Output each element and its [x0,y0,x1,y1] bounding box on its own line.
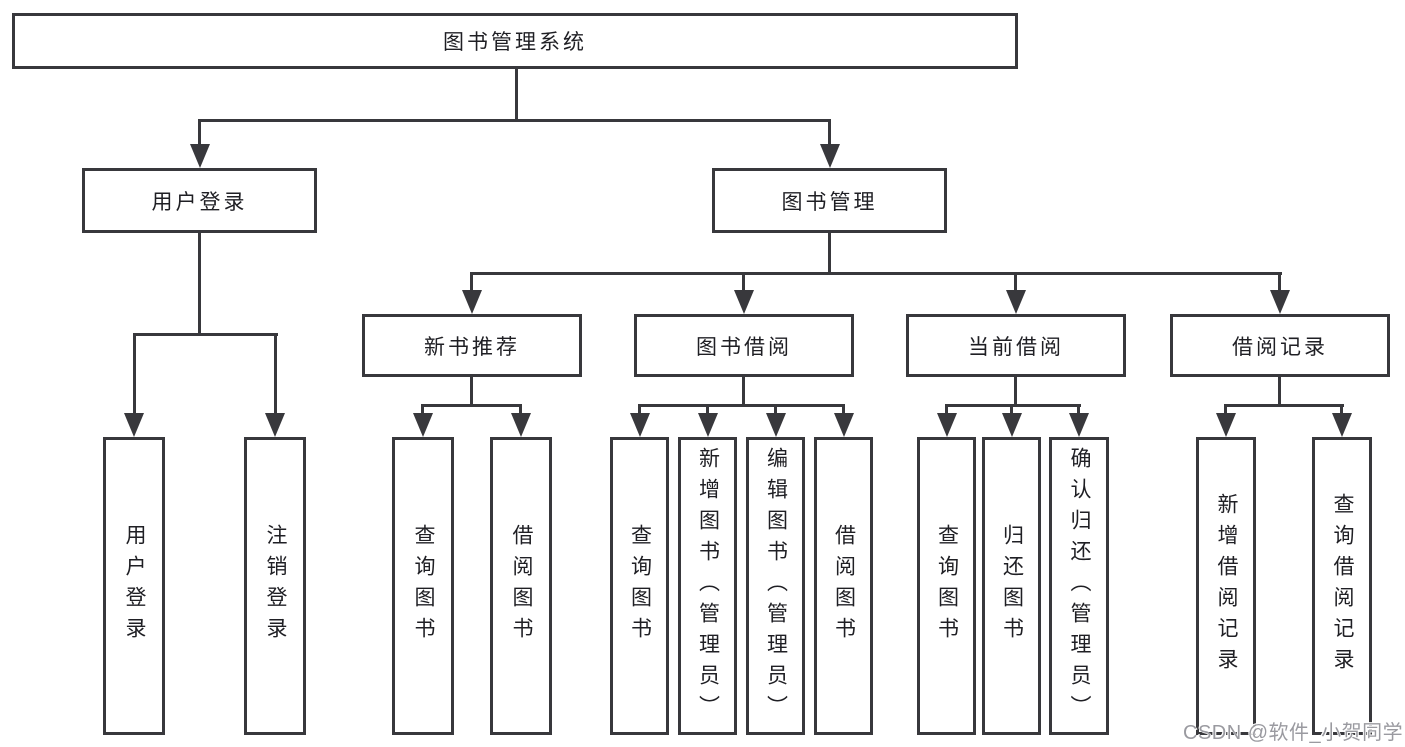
connector-line [1010,404,1013,415]
connector-line [421,404,424,415]
arrow-down-icon [1006,290,1026,314]
connector-line [198,119,201,147]
connector-line [133,333,278,336]
leaf-query-borrow-record: 查询借阅记录 [1312,437,1372,735]
node-book-borrowing: 图书借阅 [634,314,854,377]
leaf-borrow-books-recommend: 借阅图书 [490,437,552,735]
connector-line [945,404,948,415]
connector-line [274,333,277,415]
leaf-borrow-books: 借阅图书 [814,437,873,735]
arrow-down-icon [698,413,718,437]
arrow-down-icon [265,413,285,437]
connector-line [422,404,522,407]
arrow-down-icon [511,413,531,437]
arrow-down-icon [1332,413,1352,437]
arrow-down-icon [766,413,786,437]
connector-line [842,404,845,415]
connector-line [1278,375,1281,406]
connector-line [1225,404,1344,407]
leaf-query-books-current: 查询图书 [917,437,976,735]
connector-line [470,375,473,406]
connector-line [133,333,136,415]
node-book-management: 图书管理 [712,168,947,233]
connector-line [471,272,1282,275]
leaf-confirm-return-admin: 确认归还（管理员） [1049,437,1109,735]
connector-line [198,119,831,122]
arrow-down-icon [124,413,144,437]
connector-line [198,232,201,336]
arrow-down-icon [1002,413,1022,437]
connector-line [706,404,709,415]
connector-line [774,404,777,415]
arrow-down-icon [190,144,210,168]
connector-line [638,404,845,407]
arrow-down-icon [937,413,957,437]
connector-line [742,375,745,406]
node-borrowing-records: 借阅记录 [1170,314,1390,377]
connector-line [1224,404,1227,415]
leaf-add-borrow-record: 新增借阅记录 [1196,437,1256,735]
leaf-query-books-recommend: 查询图书 [392,437,454,735]
connector-line [828,232,831,272]
arrow-down-icon [1216,413,1236,437]
connector-line [742,272,745,292]
arrow-down-icon [734,290,754,314]
arrow-down-icon [630,413,650,437]
connector-line [638,404,641,415]
connector-line [828,119,831,147]
arrow-down-icon [1069,413,1089,437]
connector-line [1014,272,1017,292]
arrow-down-icon [413,413,433,437]
leaf-logout: 注销登录 [244,437,306,735]
node-new-book-recommend: 新书推荐 [362,314,582,377]
arrow-down-icon [462,290,482,314]
node-library-system: 图书管理系统 [12,13,1018,69]
leaf-query-books-borrow: 查询图书 [610,437,669,735]
connector-line [1278,272,1281,292]
connector-line [1077,404,1080,415]
leaf-add-book-admin: 新增图书（管理员） [678,437,737,735]
node-current-borrowing: 当前借阅 [906,314,1126,377]
leaf-edit-book-admin: 编辑图书（管理员） [746,437,805,735]
arrow-down-icon [834,413,854,437]
connector-line [1340,404,1343,415]
connector-line [515,69,518,119]
leaf-user-login: 用户登录 [103,437,165,735]
connector-line [1014,375,1017,406]
connector-line [470,272,473,292]
connector-line [519,404,522,415]
arrow-down-icon [820,144,840,168]
node-user-login: 用户登录 [82,168,317,233]
connector-line [945,404,1081,407]
leaf-return-book: 归还图书 [982,437,1041,735]
arrow-down-icon [1270,290,1290,314]
watermark-text: CSDN @软件_小贺同学 [1183,722,1404,744]
